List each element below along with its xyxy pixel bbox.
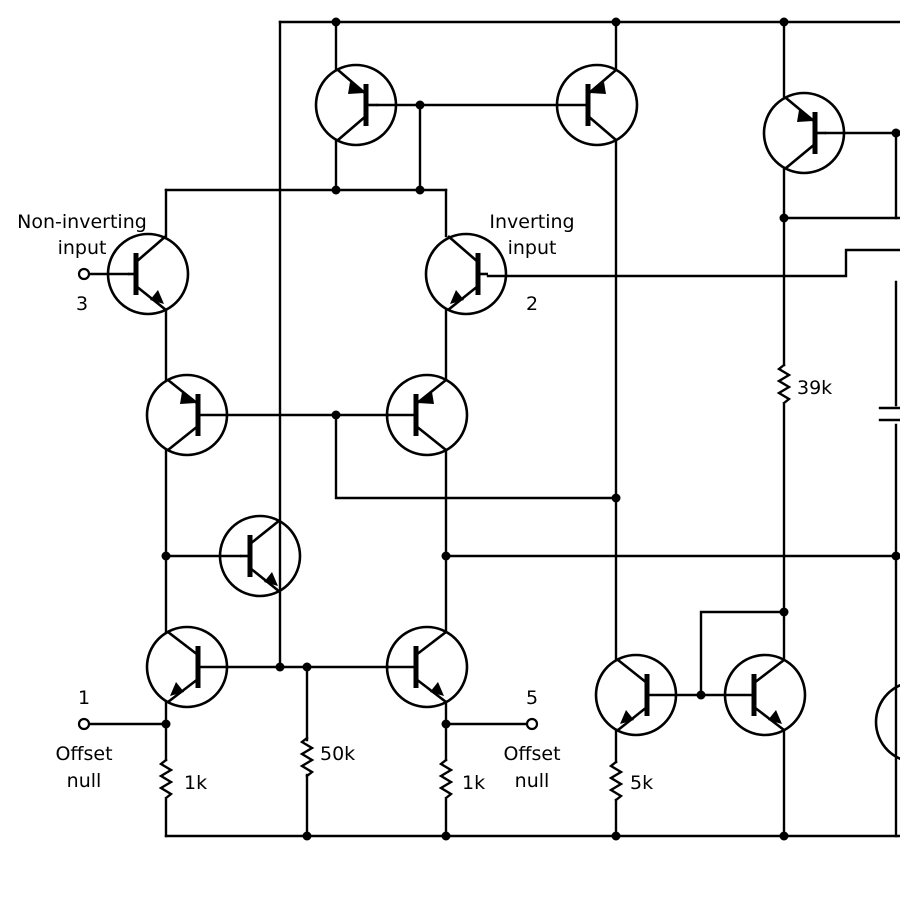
resistors — [158, 363, 792, 802]
transistor-npn-bottom-right — [385, 625, 469, 709]
label-non-inverting: Non-inverting — [17, 211, 147, 233]
terminal-offset-null-right — [525, 717, 539, 731]
resistor-39k-label: 39k — [797, 377, 832, 399]
resistor-1k-left-label: 1k — [184, 772, 207, 794]
label-offset-null-left: Offset — [55, 743, 112, 765]
label-non-inverting-input: input — [58, 237, 107, 259]
resistor-5k — [608, 760, 624, 802]
label-pin-2: 2 — [526, 293, 538, 315]
resistor-1k-right — [438, 758, 454, 800]
transistor-npn-mirror-left — [594, 653, 678, 737]
resistor-1k-right-label: 1k — [462, 772, 485, 794]
transistor-pnp-lateral-left — [145, 373, 229, 457]
resistor-50k-label: 50k — [320, 743, 355, 765]
label-pin-1: 1 — [78, 687, 90, 709]
label-offset-null-right: Offset — [503, 743, 560, 765]
junction-dots — [161, 17, 900, 841]
resistor-50k — [299, 736, 315, 778]
wires — [84, 20, 900, 838]
label-offset-null-left-2: null — [67, 770, 102, 792]
transistor-npn-non-inverting — [106, 232, 190, 316]
transistor-npn-edge-bottom — [874, 683, 900, 761]
labels: Non-inverting input 3 Inverting input 2 … — [17, 211, 832, 794]
transistor-npn-mid — [218, 514, 302, 598]
transistor-pnp-lateral-right — [385, 373, 469, 457]
transistor-npn-inverting — [424, 232, 508, 316]
transistor-npn-bottom-left — [145, 625, 229, 709]
terminal-offset-null-left — [77, 717, 91, 731]
terminals — [77, 267, 539, 731]
transistor-pnp-top-left — [314, 63, 398, 147]
transistor-pnp-top-mid — [555, 63, 639, 147]
terminal-non-inverting — [77, 267, 91, 281]
label-pin-5: 5 — [526, 687, 538, 709]
label-pin-3: 3 — [76, 293, 88, 315]
label-offset-null-right-2: null — [515, 770, 550, 792]
resistor-39k — [776, 363, 792, 405]
resistor-1k-left — [158, 758, 174, 800]
transistor-pnp-top-right — [762, 91, 846, 175]
resistor-5k-label: 5k — [630, 772, 653, 794]
transistor-npn-mirror-right — [723, 653, 807, 737]
label-inverting-input: input — [508, 237, 557, 259]
label-inverting: Inverting — [489, 211, 574, 233]
